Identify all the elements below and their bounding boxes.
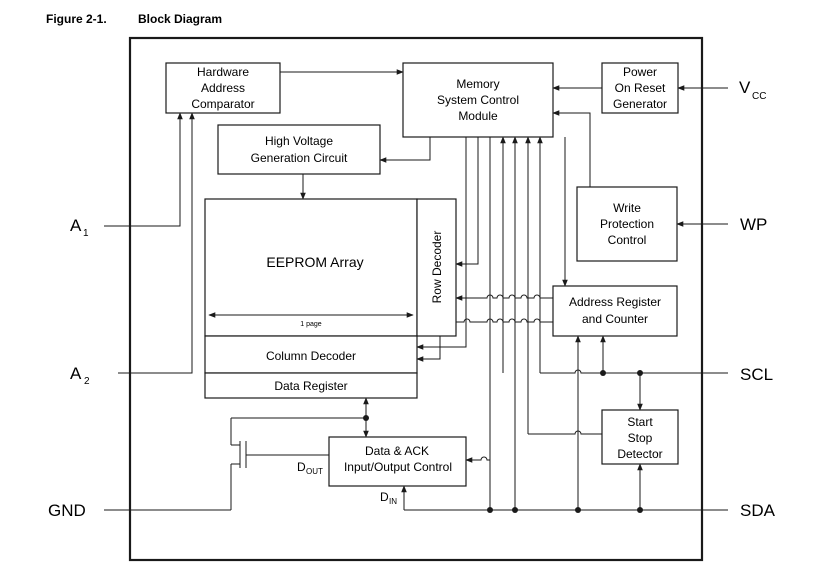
chip-boundary bbox=[128, 36, 704, 562]
din-label: D IN bbox=[380, 490, 397, 506]
column-decoder-label: Column Decoder bbox=[266, 349, 356, 363]
page-label: 1 page bbox=[300, 321, 322, 328]
memory-control-line1: Memory bbox=[456, 77, 499, 91]
column-decoder: Column Decoder bbox=[204, 335, 418, 374]
figure-number: Figure 2-1. bbox=[46, 12, 107, 26]
start-stop-detector: Start Stop Detector bbox=[601, 409, 679, 465]
din-main: D bbox=[380, 490, 389, 504]
start-stop-line2: Stop bbox=[628, 431, 653, 445]
pin-vcc-main: V bbox=[739, 78, 751, 97]
address-register-counter: Address Register and Counter bbox=[552, 285, 678, 337]
eeprom-array: EEPROM Array 1 page bbox=[204, 198, 418, 337]
hardware-address-comparator: Hardware Address Comparator bbox=[165, 62, 281, 114]
din-sub: IN bbox=[389, 497, 397, 506]
high-voltage-line2: Generation Circuit bbox=[251, 151, 348, 165]
high-voltage-generation-circuit: High Voltage Generation Circuit bbox=[217, 124, 381, 175]
data-register-label: Data Register bbox=[274, 379, 347, 393]
data-register: Data Register bbox=[204, 372, 418, 399]
write-protection-control: Write Protection Control bbox=[576, 186, 678, 262]
write-protection-line3: Control bbox=[608, 233, 647, 247]
hw-comparator-line1: Hardware bbox=[197, 65, 249, 79]
pin-a2-main: A bbox=[70, 364, 82, 383]
power-on-reset-line1: Power bbox=[623, 65, 657, 79]
power-on-reset-generator: Power On Reset Generator bbox=[601, 62, 679, 114]
hw-comparator-line2: Address bbox=[201, 81, 245, 95]
pin-gnd: GND bbox=[48, 501, 86, 520]
hw-comparator-line3: Comparator bbox=[191, 97, 254, 111]
pin-vcc-sub: CC bbox=[752, 91, 766, 102]
start-stop-line1: Start bbox=[627, 415, 653, 429]
data-ack-line1: Data & ACK bbox=[365, 444, 429, 458]
start-stop-line3: Detector bbox=[617, 447, 662, 461]
row-decoder: Row Decoder bbox=[416, 198, 457, 337]
data-ack-io-control: Data & ACK Input/Output Control bbox=[328, 436, 467, 487]
pin-a2: A 2 bbox=[70, 364, 90, 387]
data-ack-line2: Input/Output Control bbox=[344, 460, 452, 474]
pin-scl: SCL bbox=[740, 365, 773, 384]
address-register-line1: Address Register bbox=[569, 295, 661, 309]
pin-vcc: V CC bbox=[739, 78, 766, 102]
write-protection-line1: Write bbox=[613, 201, 641, 215]
pin-sda: SDA bbox=[740, 501, 776, 520]
connections bbox=[104, 69, 728, 511]
figure-title: Block Diagram bbox=[138, 12, 222, 26]
dout-sub: OUT bbox=[306, 467, 323, 476]
write-protection-line2: Protection bbox=[600, 217, 654, 231]
pin-wp: WP bbox=[740, 215, 767, 234]
pin-a1-main: A bbox=[70, 216, 82, 235]
memory-control-line3: Module bbox=[458, 109, 498, 123]
memory-control-line2: System Control bbox=[437, 93, 519, 107]
pin-a1-sub: 1 bbox=[83, 228, 89, 239]
power-on-reset-line3: Generator bbox=[613, 97, 667, 111]
pin-a1: A 1 bbox=[70, 216, 89, 239]
row-decoder-label: Row Decoder bbox=[430, 231, 444, 304]
address-register-line2: and Counter bbox=[582, 312, 648, 326]
power-on-reset-line2: On Reset bbox=[615, 81, 666, 95]
junction-dots bbox=[363, 370, 643, 513]
dout-main: D bbox=[297, 460, 306, 474]
pin-a2-sub: 2 bbox=[84, 376, 90, 387]
memory-system-control-module: Memory System Control Module bbox=[402, 62, 554, 138]
dout-label: D OUT bbox=[297, 460, 323, 476]
high-voltage-line1: High Voltage bbox=[265, 134, 333, 148]
eeprom-array-label: EEPROM Array bbox=[266, 254, 363, 270]
